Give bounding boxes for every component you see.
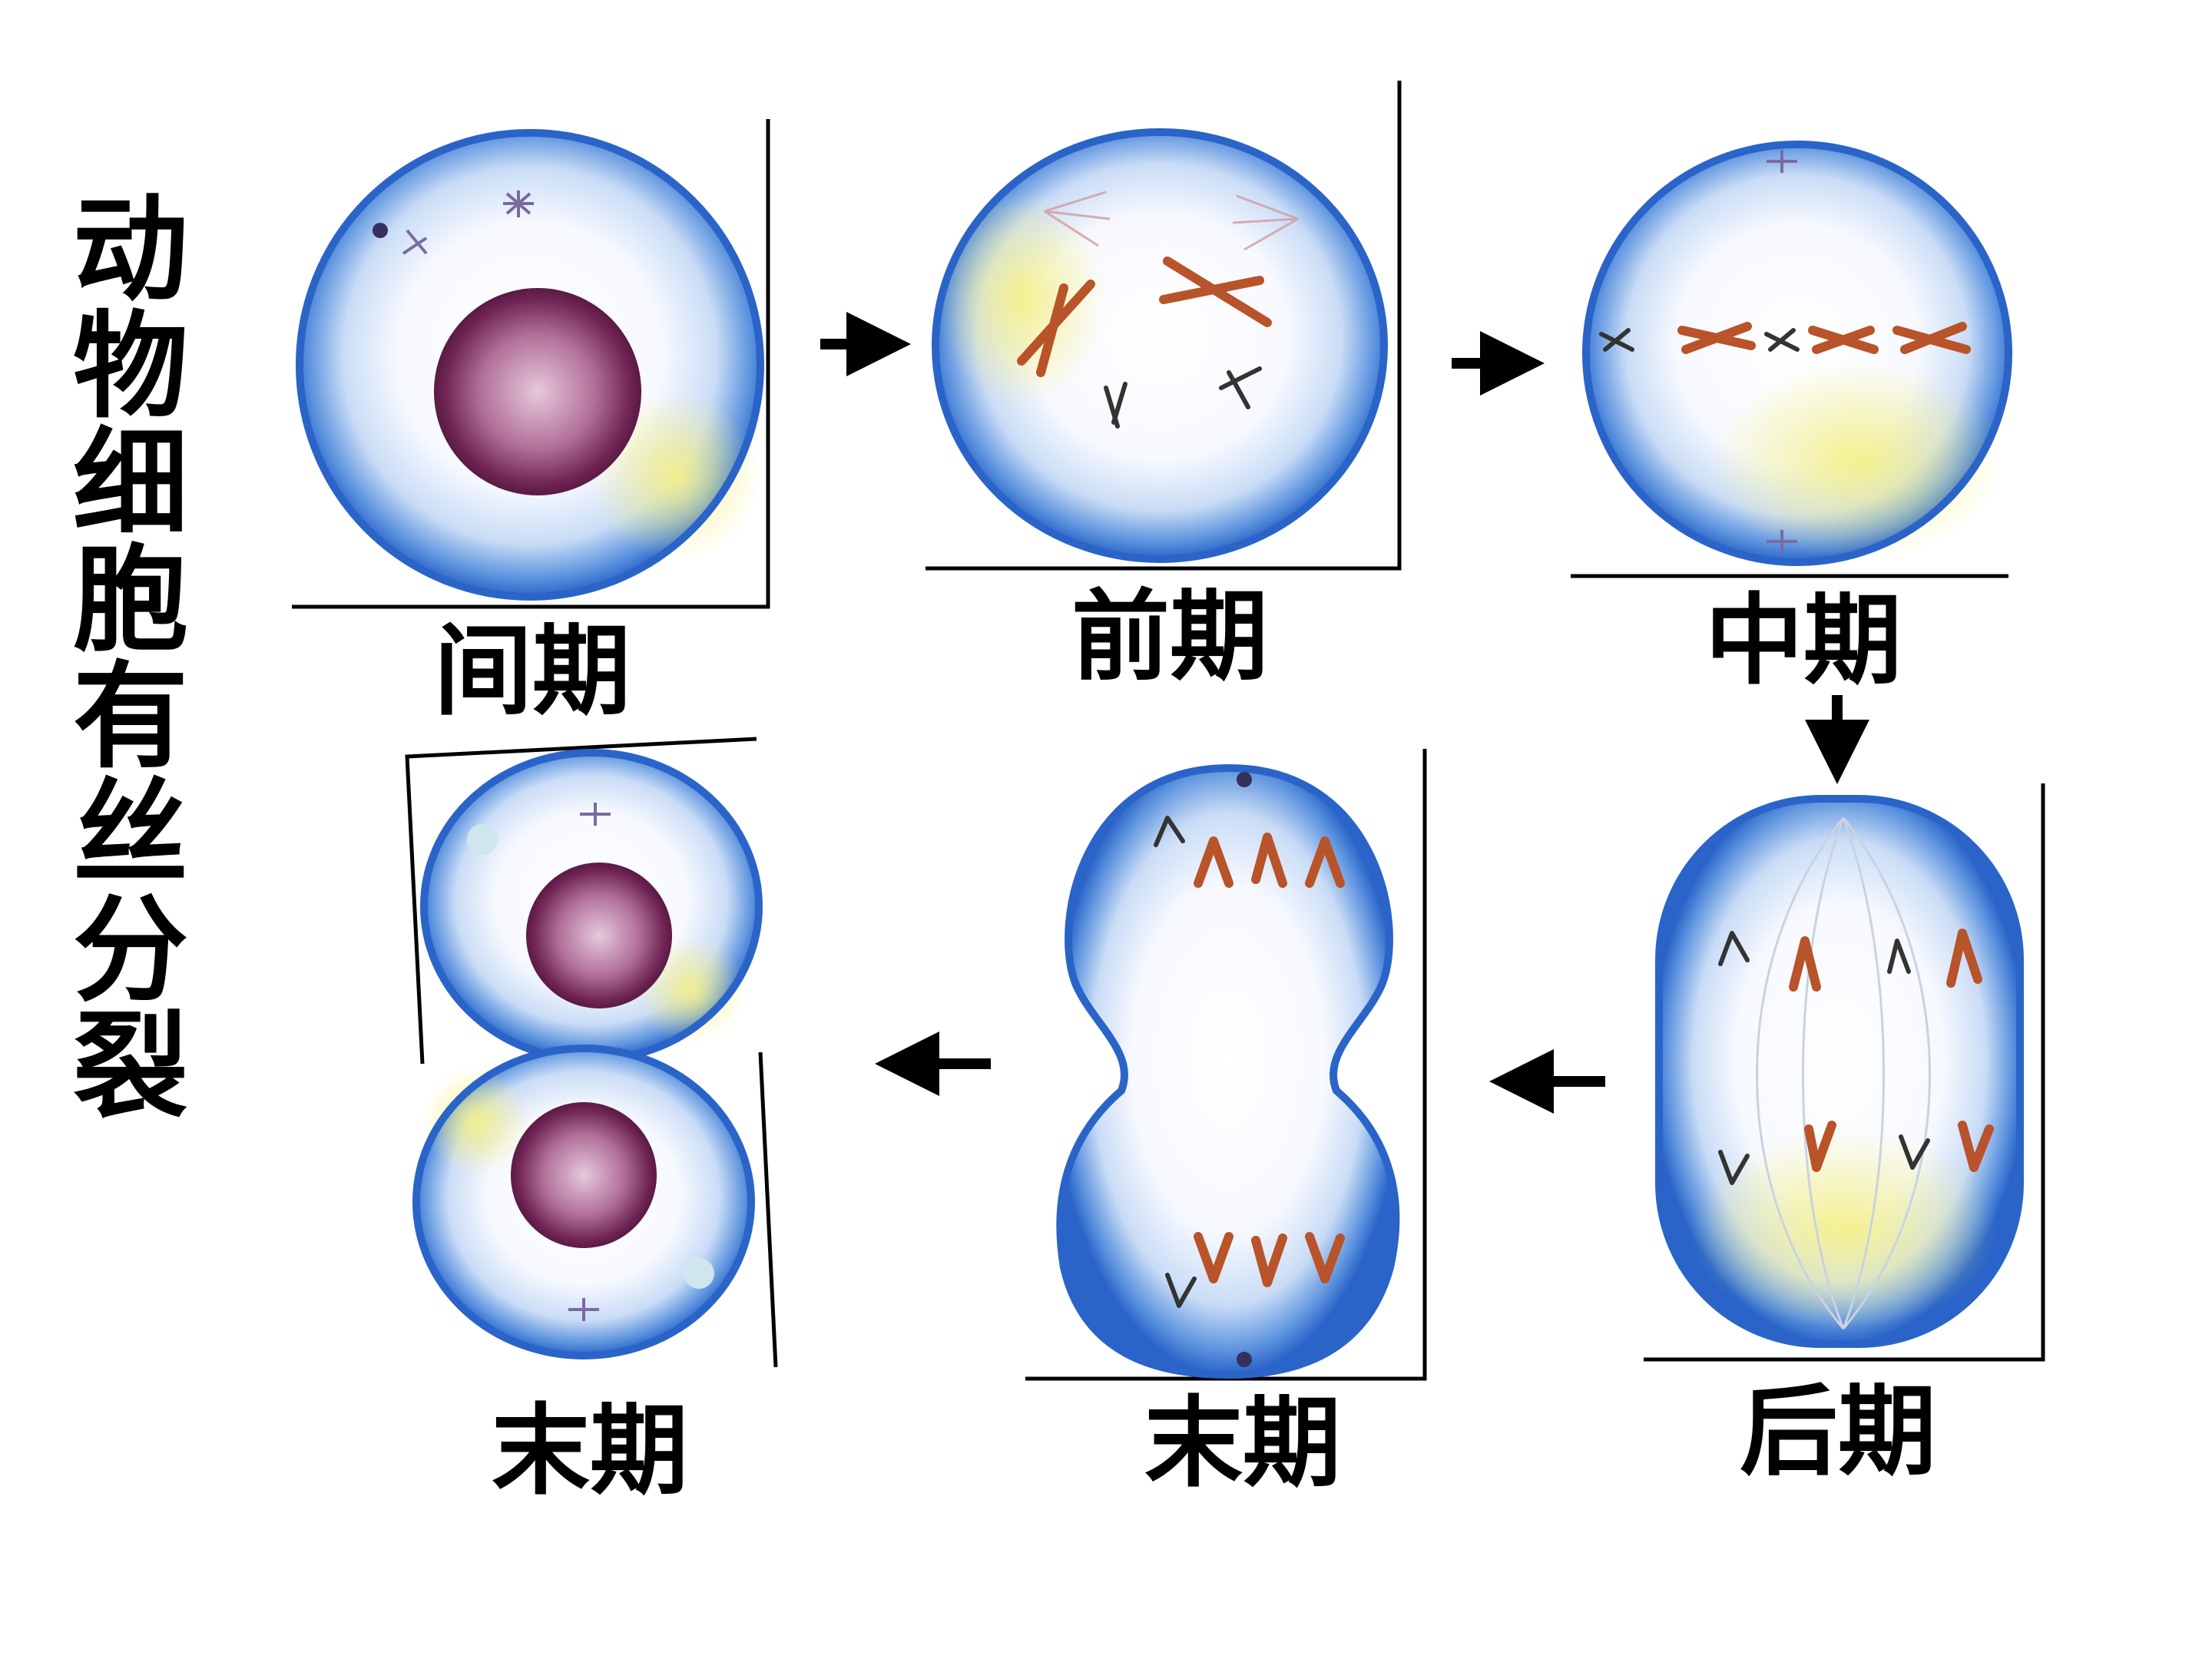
interphase-cell <box>292 119 770 609</box>
label-telophase-daughters: 末期 <box>492 1394 689 1508</box>
nucleus-bottom <box>511 1102 657 1248</box>
label-telophase-cleavage: 末期 <box>1144 1386 1342 1501</box>
nucleus <box>434 288 641 495</box>
telophase-cleavage-cell <box>1025 749 1427 1381</box>
diagram-title: 动物细胞有丝分裂 <box>54 192 207 1126</box>
nucleus-top <box>526 863 672 1008</box>
title-text: 动物细胞有丝分裂 <box>72 184 188 1134</box>
label-anaphase: 后期 <box>1740 1375 1937 1489</box>
label-metaphase: 中期 <box>1705 584 1902 698</box>
anaphase-cell <box>1644 783 2045 1362</box>
metaphase-cell <box>1571 141 2012 578</box>
label-prophase: 前期 <box>1071 580 1269 694</box>
prophase-cell <box>926 81 1402 571</box>
label-interphase: 间期 <box>434 614 631 729</box>
telophase-daughter-cells <box>405 737 778 1368</box>
